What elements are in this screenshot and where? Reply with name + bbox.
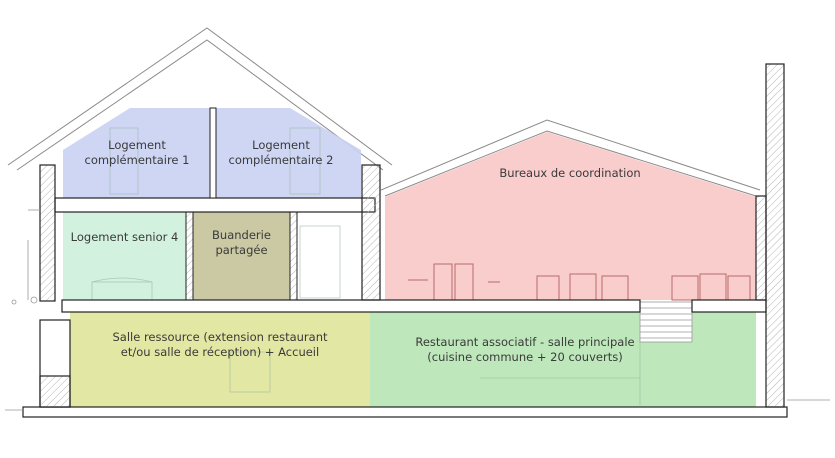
label-logement-complementaire-2: Logement complémentaire 2 [216, 138, 346, 168]
label-line: Salle ressource (extension restaurant [112, 330, 328, 344]
label-line: Bureaux de coordination [499, 166, 641, 180]
label-bureaux-coordination: Bureaux de coordination [470, 166, 670, 181]
interior-walls [185, 107, 298, 301]
floor-slabs [22, 197, 788, 418]
room-salle-ressource [70, 312, 370, 407]
room-logement-senior-4 [63, 212, 186, 300]
label-logement-senior-4: Logement senior 4 [63, 230, 186, 245]
label-buanderie: Buanderie partagée [193, 228, 290, 258]
label-line: partagée [215, 243, 268, 257]
right-hall-roof [380, 119, 761, 197]
label-line: et/ou salle de réception) + Accueil [120, 345, 320, 359]
room-buanderie [193, 212, 290, 300]
label-restaurant-associatif: Restaurant associatif - salle principale… [400, 335, 650, 365]
label-line: Logement senior 4 [70, 230, 179, 244]
room-logement-complementaire-1 [63, 108, 210, 198]
interior-sketch-lines [91, 127, 641, 405]
label-line: Logement [108, 138, 166, 152]
room-bureaux-coordination [385, 132, 756, 300]
label-salle-ressource: Salle ressource (extension restaurant et… [90, 330, 350, 360]
label-line: Buanderie [212, 228, 271, 242]
staircase [639, 301, 693, 343]
exterior-walls [39, 63, 785, 408]
label-line: Logement [252, 138, 310, 152]
label-line: complémentaire 2 [228, 153, 334, 167]
label-line: Restaurant associatif - salle principale [415, 335, 635, 349]
left-house-roof [7, 27, 393, 171]
room-logement-complementaire-2 [216, 108, 361, 198]
exterior-details [5, 209, 830, 411]
label-line: complémentaire 1 [84, 153, 190, 167]
label-line: (cuisine commune + 20 couverts) [427, 350, 623, 364]
label-logement-complementaire-1: Logement complémentaire 1 [72, 138, 202, 168]
